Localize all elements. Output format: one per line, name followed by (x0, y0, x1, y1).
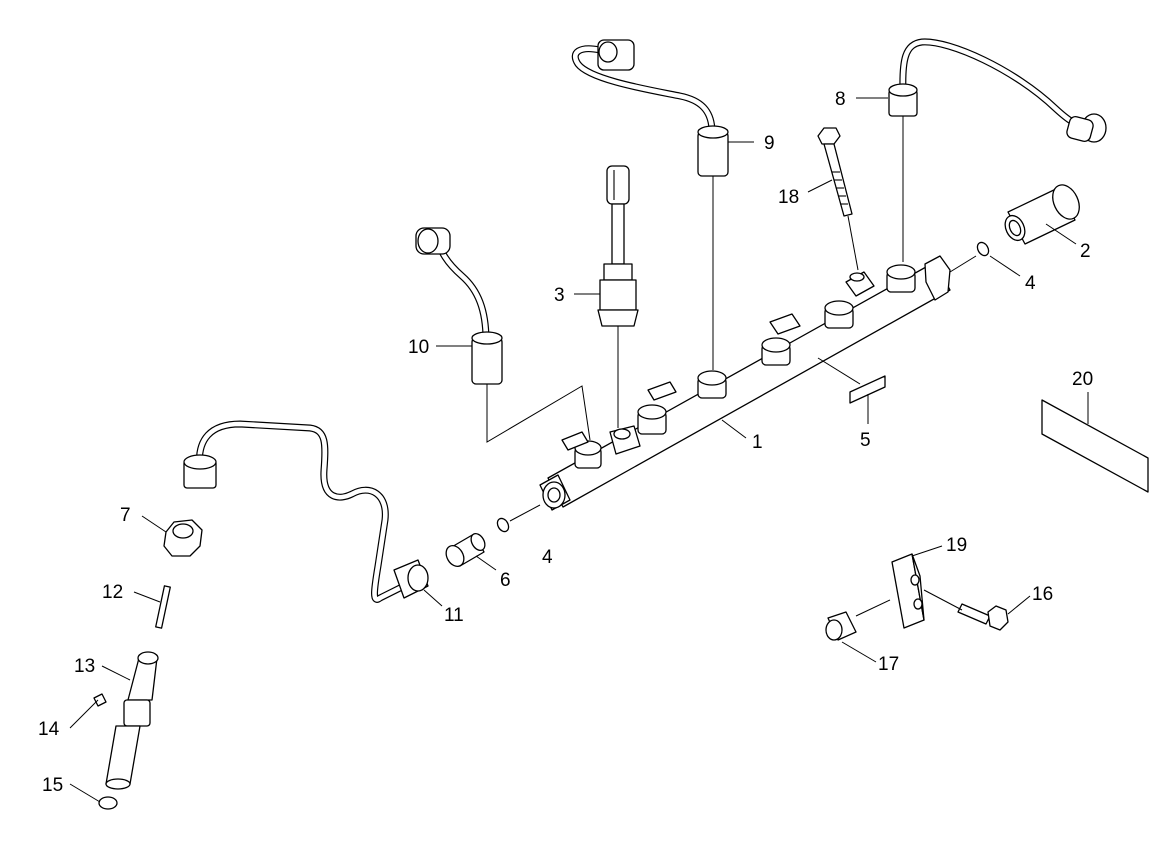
callout-14: 14 (38, 719, 60, 740)
callout-11: 11 (444, 605, 464, 626)
callout-labels: 1 2 3 4 4 5 6 7 8 9 10 11 12 13 14 15 16… (38, 89, 1093, 796)
leader-lines (69, 97, 1077, 803)
part-19-bracket (891, 553, 963, 629)
callout-12: 12 (102, 582, 123, 603)
callout-18: 18 (778, 187, 799, 208)
part-7-nut (163, 519, 203, 557)
part-18-bolt (817, 127, 859, 271)
callout-7: 7 (120, 505, 131, 526)
callout-8: 8 (835, 89, 846, 110)
part-9-injection-line (571, 39, 754, 370)
callout-6: 6 (500, 570, 511, 591)
part-10-injection-line (415, 227, 591, 443)
part-1-fuel-rail (539, 255, 951, 511)
callout-4-lower: 4 (542, 547, 553, 568)
part-4-o-ring-right (976, 241, 990, 257)
callout-20: 20 (1072, 369, 1093, 390)
part-6-plug (445, 532, 486, 567)
part-3-pressure-sensor (597, 165, 639, 428)
callout-19: 19 (946, 535, 967, 556)
part-20-label-plate (1041, 392, 1149, 493)
part-14-clip (93, 693, 107, 707)
part-13-connector-pipe (105, 651, 159, 790)
part-8-injection-line (888, 38, 1107, 262)
part-11-injection-line (183, 420, 429, 603)
callout-10: 10 (408, 337, 429, 358)
callout-9: 9 (764, 133, 775, 154)
callout-4-upper: 4 (1025, 273, 1036, 294)
part-17-grommet (825, 599, 891, 641)
callout-3: 3 (554, 285, 565, 306)
callout-5: 5 (860, 430, 871, 451)
part-16-bolt (957, 603, 1009, 631)
callout-15: 15 (42, 775, 63, 796)
part-12-pin (155, 585, 171, 629)
callout-16: 16 (1032, 584, 1053, 605)
part-15-o-ring (98, 796, 118, 810)
callout-17: 17 (878, 654, 899, 675)
part-5-label-tag (817, 357, 886, 424)
part-4-o-ring-left (496, 517, 510, 533)
callout-2: 2 (1080, 241, 1091, 262)
callout-1: 1 (752, 432, 763, 453)
part-2-pressure-limiter (1004, 184, 1080, 245)
callout-13: 13 (74, 656, 95, 677)
